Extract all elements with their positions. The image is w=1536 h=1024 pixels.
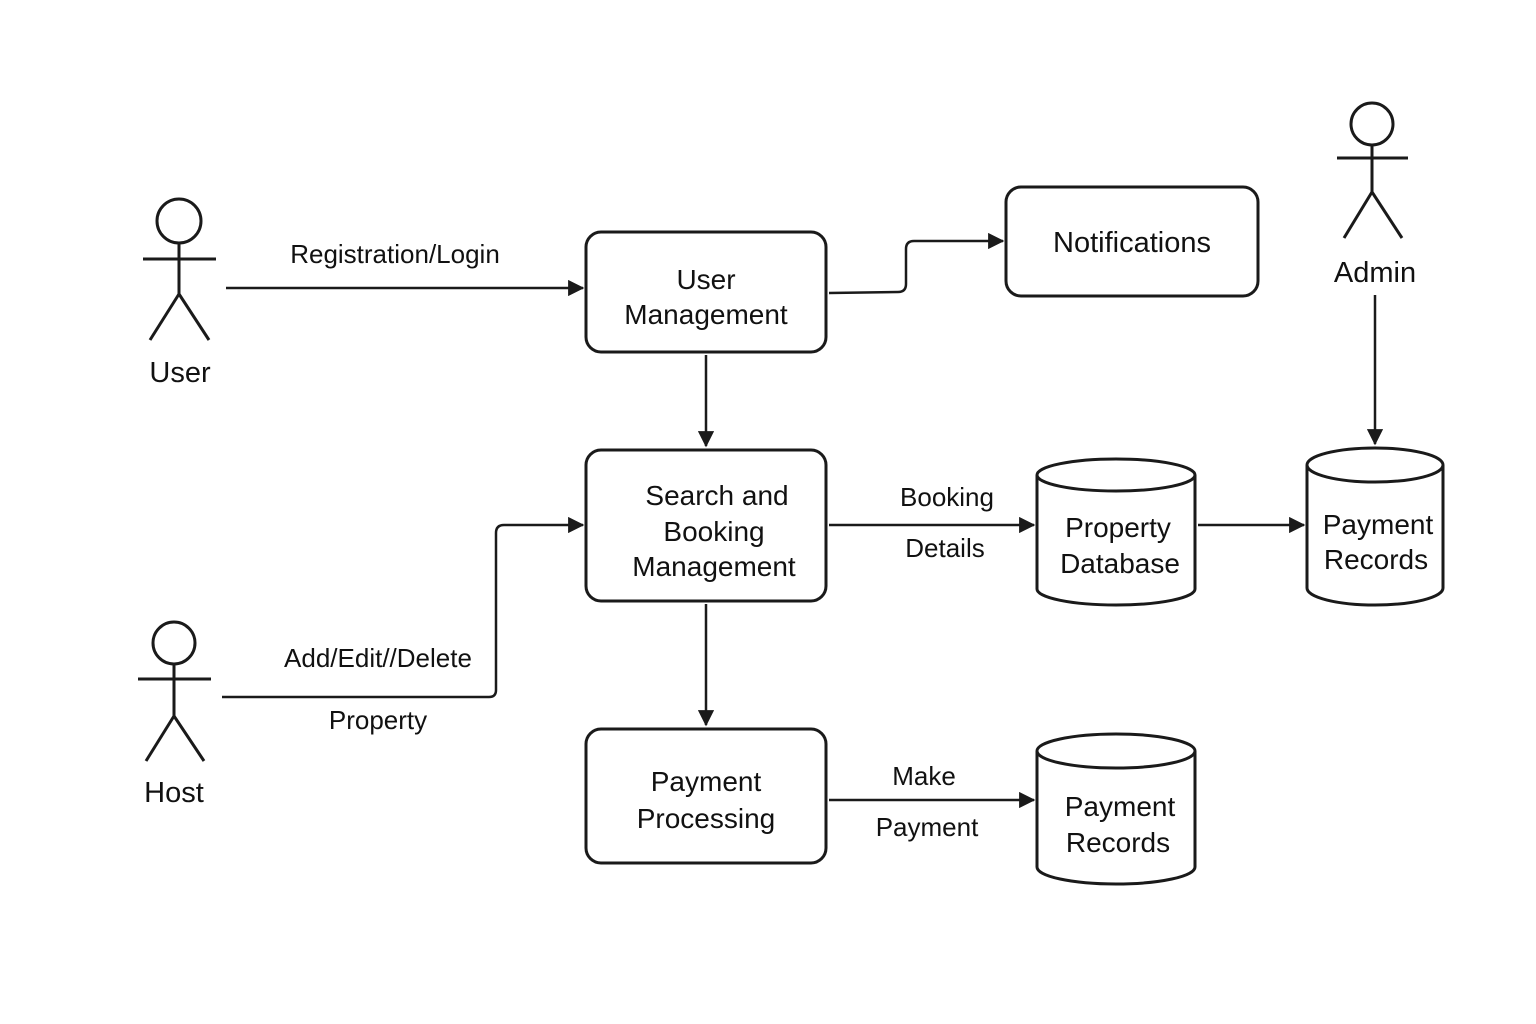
actor-admin-label: Admin bbox=[1334, 257, 1416, 289]
flow-label-property: Property bbox=[329, 705, 427, 735]
user-figure-icon bbox=[143, 197, 216, 341]
datastore-payment-records-bottom: Payment Records bbox=[1035, 732, 1197, 886]
property-database-line-2: Database bbox=[1060, 548, 1180, 579]
user-management-line-1: User bbox=[676, 264, 735, 295]
payment-records-right-line-2: Records bbox=[1324, 544, 1428, 575]
process-payment-processing: Payment Processing bbox=[584, 727, 828, 865]
payment-processing-line-2: Processing bbox=[637, 803, 776, 834]
flow-label-payment: Payment bbox=[876, 812, 979, 842]
payment-records-right-cylinder-icon bbox=[1305, 446, 1445, 607]
actor-host: Host bbox=[138, 620, 211, 809]
datastore-property-database: Property Database bbox=[1035, 457, 1197, 607]
payment-processing-line-1: Payment bbox=[651, 766, 762, 797]
actor-user-label: User bbox=[149, 357, 211, 389]
process-user-management: User Management bbox=[584, 230, 828, 354]
arrow-user-management-to-notifications bbox=[828, 232, 1005, 295]
admin-figure-icon bbox=[1337, 101, 1408, 239]
user-management-line-2: Management bbox=[624, 299, 788, 330]
payment-records-bottom-cylinder-icon bbox=[1035, 732, 1197, 886]
search-booking-line-3: Management bbox=[632, 551, 796, 582]
flow-label-details: Details bbox=[905, 533, 984, 563]
flow-label-add-edit-delete: Add/Edit//Delete bbox=[284, 643, 472, 673]
notifications-label: Notifications bbox=[1053, 227, 1211, 259]
search-booking-line-1: Search and bbox=[645, 480, 788, 511]
property-database-line-1: Property bbox=[1065, 512, 1171, 543]
actor-user: User bbox=[143, 197, 216, 389]
actor-admin: Admin bbox=[1334, 101, 1416, 289]
flow-label-booking: Booking bbox=[900, 482, 994, 512]
actor-host-label: Host bbox=[144, 777, 204, 809]
property-database-cylinder-icon bbox=[1035, 457, 1197, 607]
datastore-payment-records-right: Payment Records bbox=[1305, 446, 1445, 607]
payment-records-right-line-1: Payment bbox=[1323, 509, 1434, 540]
process-search-booking: Search and Booking Management bbox=[584, 448, 828, 603]
search-booking-line-2: Booking bbox=[663, 516, 764, 547]
flow-label-registration-login: Registration/Login bbox=[290, 239, 500, 269]
payment-records-bottom-line-2: Records bbox=[1066, 827, 1170, 858]
host-figure-icon bbox=[138, 620, 211, 762]
flow-label-make: Make bbox=[892, 761, 956, 791]
process-notifications: Notifications bbox=[1004, 185, 1260, 298]
payment-records-bottom-line-1: Payment bbox=[1065, 791, 1176, 822]
arrow-host-to-search-booking bbox=[222, 516, 585, 699]
